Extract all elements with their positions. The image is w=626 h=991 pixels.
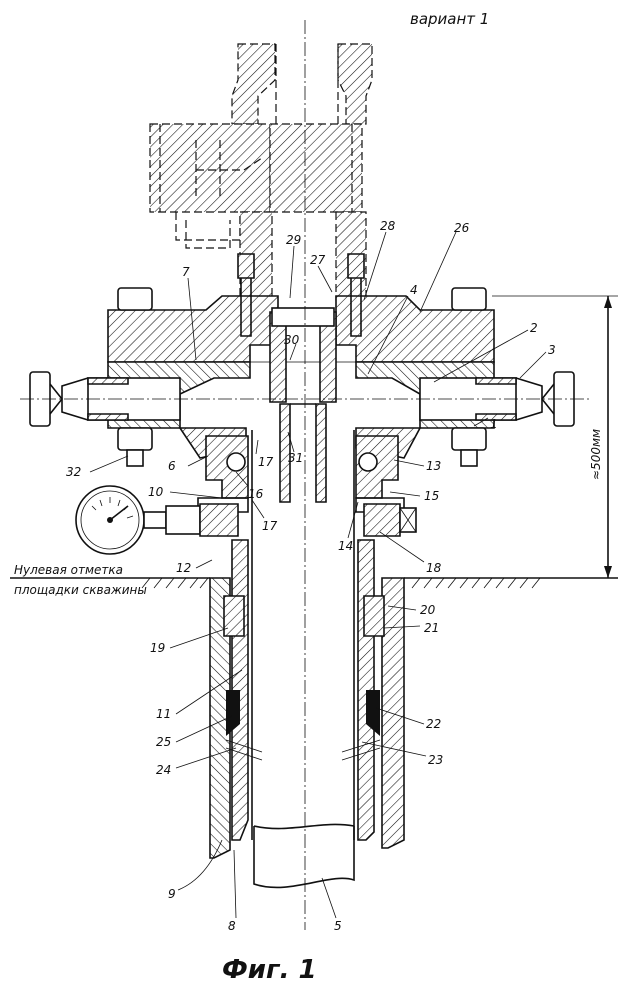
callout-21: 21 [424,621,439,635]
callout-16: 16 [248,487,264,501]
callout-23: 23 [428,753,443,767]
callout-20: 20 [420,603,436,617]
hanger-tube [270,308,336,502]
callout-5: 5 [334,919,342,933]
callout-30: 30 [284,333,300,347]
callout-2: 2 [530,321,538,335]
right-outlet [364,504,416,536]
ground-label-line1: Нулевая отметка [14,563,123,577]
callout-26: 26 [454,221,470,235]
callout-19: 19 [150,641,165,655]
callout-11: 11 [156,707,171,721]
figure-caption: Фиг. 1 [222,955,317,985]
callout-27: 27 [310,253,326,267]
callout-3: 3 [548,343,556,357]
callout-9: 9 [168,887,176,901]
dimension-label: ≈500мм [589,429,603,480]
variant-label: вариант 1 [410,10,489,28]
callout-8: 8 [228,919,236,933]
tubing-string [254,824,354,887]
callout-10: 10 [148,485,164,499]
callout-17-lower: 17 [262,519,278,533]
callout-29: 29 [286,233,301,247]
callout-7: 7 [182,265,190,279]
lower-body [198,436,404,512]
callout-6: 6 [168,459,176,473]
upper-valve-ghost [150,44,372,300]
callout-31: 31 [288,451,303,465]
callout-28: 28 [380,219,396,233]
callout-12: 12 [176,561,191,575]
callout-13: 13 [426,459,441,473]
callout-18: 18 [426,561,442,575]
callout-15: 15 [424,489,439,503]
height-dimension: ≈500мм [492,296,618,578]
callout-22: 22 [426,717,441,731]
callout-24: 24 [156,763,171,777]
callout-14: 14 [338,539,353,553]
callout-17-upper: 17 [258,455,274,469]
callout-32: 32 [66,465,81,479]
callout-4: 4 [410,283,418,297]
callout-1: 1 [490,417,498,431]
ground-label-line2: площадки скважины [14,583,147,597]
callout-25: 25 [156,735,171,749]
